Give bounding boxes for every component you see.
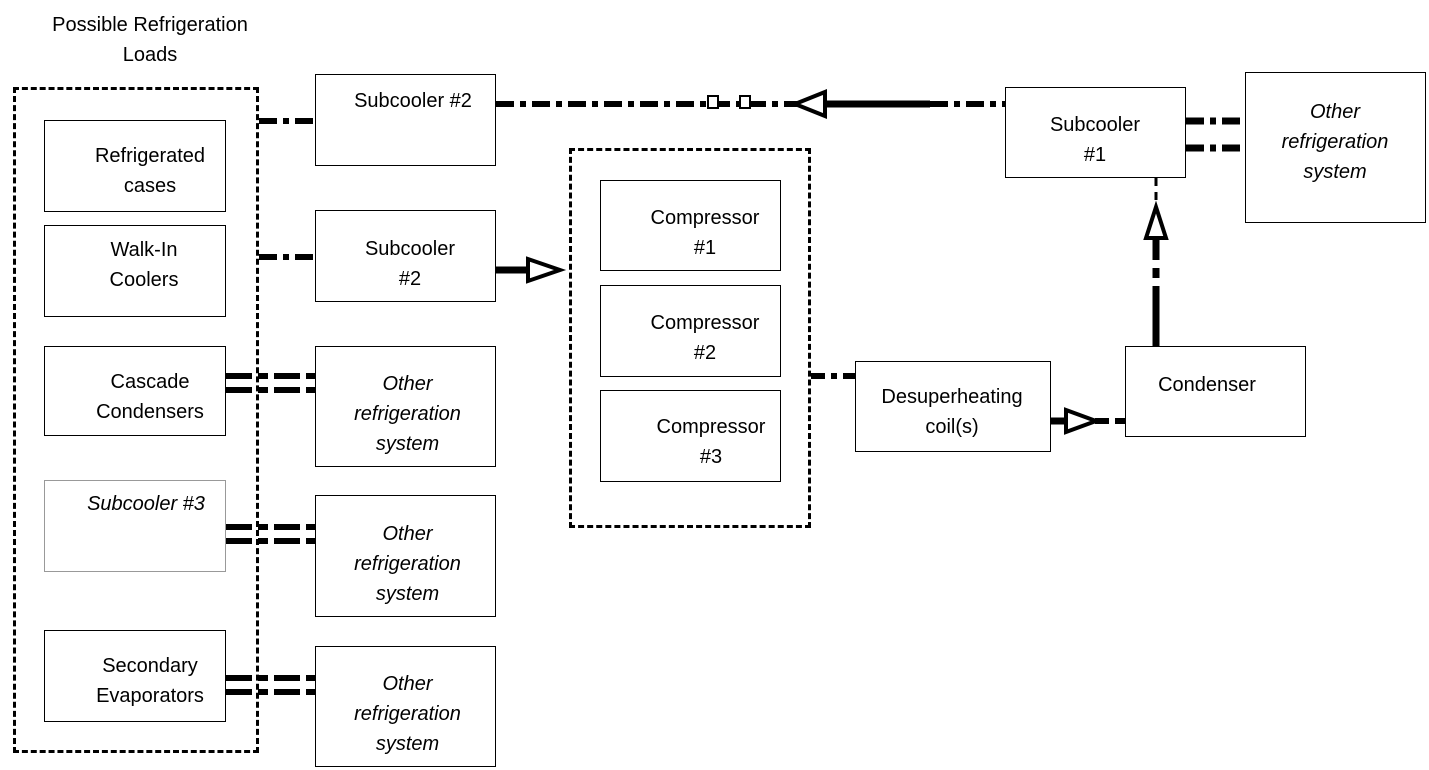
subcooler-2-top-label: Subcooler #2 bbox=[354, 90, 472, 112]
other-system-2-box bbox=[315, 495, 496, 617]
subcooler-3-box bbox=[44, 480, 226, 572]
walk-in-coolers-box bbox=[44, 225, 226, 317]
subcooler-3-label: Subcooler #3 bbox=[87, 493, 205, 515]
subcooler-2-mid-box bbox=[315, 210, 496, 302]
refrigerated-cases-label: Refrigerated cases bbox=[94, 145, 206, 197]
compressor-2-box bbox=[600, 285, 781, 377]
compressor-1-box bbox=[600, 180, 781, 271]
other-system-right-label: Other refrigeration system bbox=[1281, 101, 1389, 183]
other-system-1-label: Other refrigeration system bbox=[354, 373, 461, 455]
diagram-title: Possible Refrigeration Loads bbox=[52, 14, 248, 66]
desuperheating-coil-box bbox=[855, 361, 1051, 452]
compressor-1-label: Compressor #1 bbox=[650, 207, 760, 259]
arrowhead-compressors bbox=[526, 256, 567, 284]
subcooler-1-label: Subcooler #1 bbox=[1049, 114, 1141, 166]
arrowhead-left bbox=[789, 89, 827, 119]
subcooler-2-top-box bbox=[315, 74, 496, 166]
condenser-box bbox=[1125, 346, 1306, 437]
compressor-3-box bbox=[600, 390, 781, 482]
compressor-2-label: Compressor #2 bbox=[650, 312, 760, 364]
other-system-3-label: Other refrigeration system bbox=[354, 673, 461, 755]
arrowhead-condenser bbox=[1064, 407, 1102, 435]
cascade-condensers-box bbox=[44, 346, 226, 436]
other-system-3-box bbox=[315, 646, 496, 767]
subcooler-2-mid-label: Subcooler #2 bbox=[364, 238, 456, 290]
other-system-1-box bbox=[315, 346, 496, 467]
condenser-label: Condenser bbox=[1158, 374, 1256, 396]
walk-in-coolers-label: Walk-In Coolers bbox=[109, 239, 179, 291]
secondary-evaporators-box bbox=[44, 630, 226, 722]
secondary-evaporators-label: Secondary Evaporators bbox=[96, 655, 204, 707]
desuperheating-coil-label: Desuperheating coil(s) bbox=[881, 386, 1023, 438]
refrigerated-cases-box bbox=[44, 120, 226, 212]
other-system-right-box bbox=[1245, 72, 1426, 223]
compressor-group bbox=[569, 148, 811, 528]
loads-group bbox=[13, 87, 259, 753]
cascade-condensers-label: Cascade Condensers bbox=[96, 371, 204, 423]
arrowhead-up bbox=[1143, 200, 1169, 240]
flow-marker-1 bbox=[707, 95, 719, 109]
other-system-2-label: Other refrigeration system bbox=[354, 523, 461, 605]
compressor-3-label: Compressor #3 bbox=[656, 416, 766, 468]
flow-marker-2 bbox=[739, 95, 751, 109]
subcooler-1-box bbox=[1005, 87, 1186, 178]
